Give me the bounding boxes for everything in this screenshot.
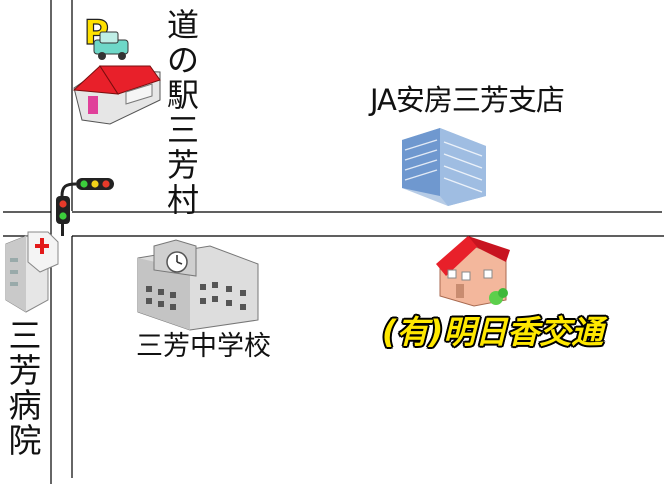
hospital-label: 三芳病院 <box>2 318 48 458</box>
lbl-hospital-char: 芳 <box>8 351 42 390</box>
lbl-michi-char: の <box>166 41 199 79</box>
lbl-michi-char: 三 <box>166 111 199 149</box>
lbl-michi-char: 芳 <box>166 146 199 184</box>
michi-no-eki-house-icon <box>72 65 161 125</box>
parking-icon: P <box>83 12 129 60</box>
office-building-icon <box>402 128 486 206</box>
lbl-hospital-char: 三 <box>8 316 42 355</box>
hospital-icon <box>5 231 59 313</box>
lbl-michi-char: 駅 <box>166 76 199 114</box>
lbl-michi-char: 村 <box>166 181 199 219</box>
taxi-company-label: (有)明日香交通 <box>382 313 604 351</box>
school-label: 三芳中学校 <box>136 331 271 362</box>
lbl-michi-char: 道 <box>166 6 199 44</box>
ja-branch-label: JA安房三芳支店 <box>370 83 565 117</box>
school-icon <box>137 239 259 331</box>
lbl-hospital-char: 院 <box>8 421 42 460</box>
lbl-hospital-char: 病 <box>8 386 42 425</box>
taxi-company-house-icon <box>436 236 510 307</box>
michi-no-eki-label: 道の駅三芳村 <box>158 8 208 218</box>
traffic-signal-icon <box>56 178 114 236</box>
